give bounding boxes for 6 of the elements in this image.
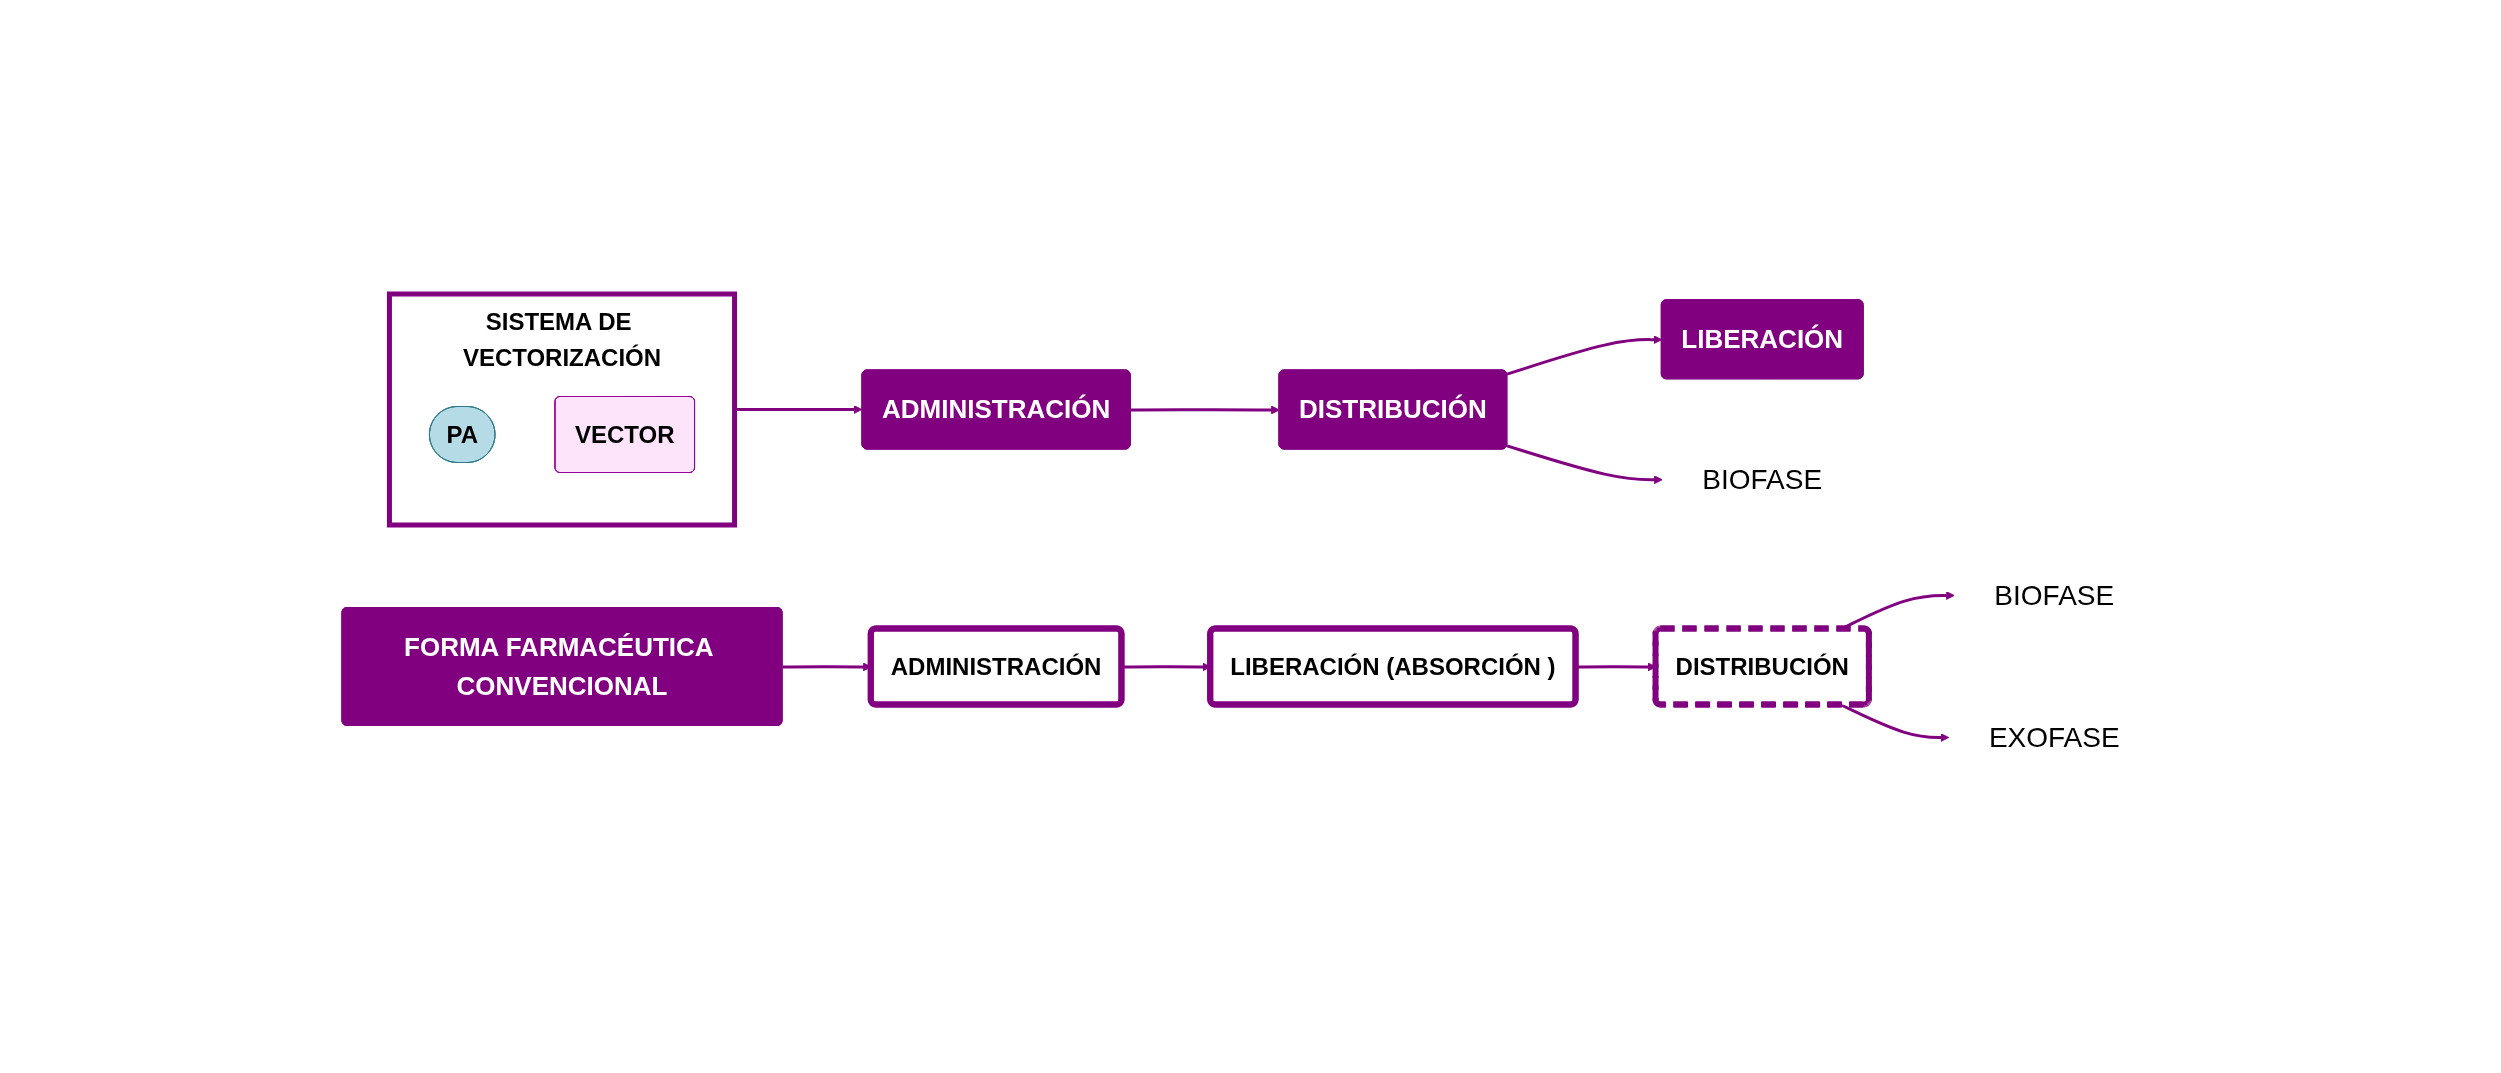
arrow (1506, 444, 1663, 485)
node-text: BIOFASE (1994, 579, 2114, 611)
arrow (1506, 335, 1662, 376)
node-text: BIOFASE (1701, 464, 1822, 495)
arrow (1130, 405, 1280, 415)
node-text: EXOFASE (1988, 721, 2120, 753)
